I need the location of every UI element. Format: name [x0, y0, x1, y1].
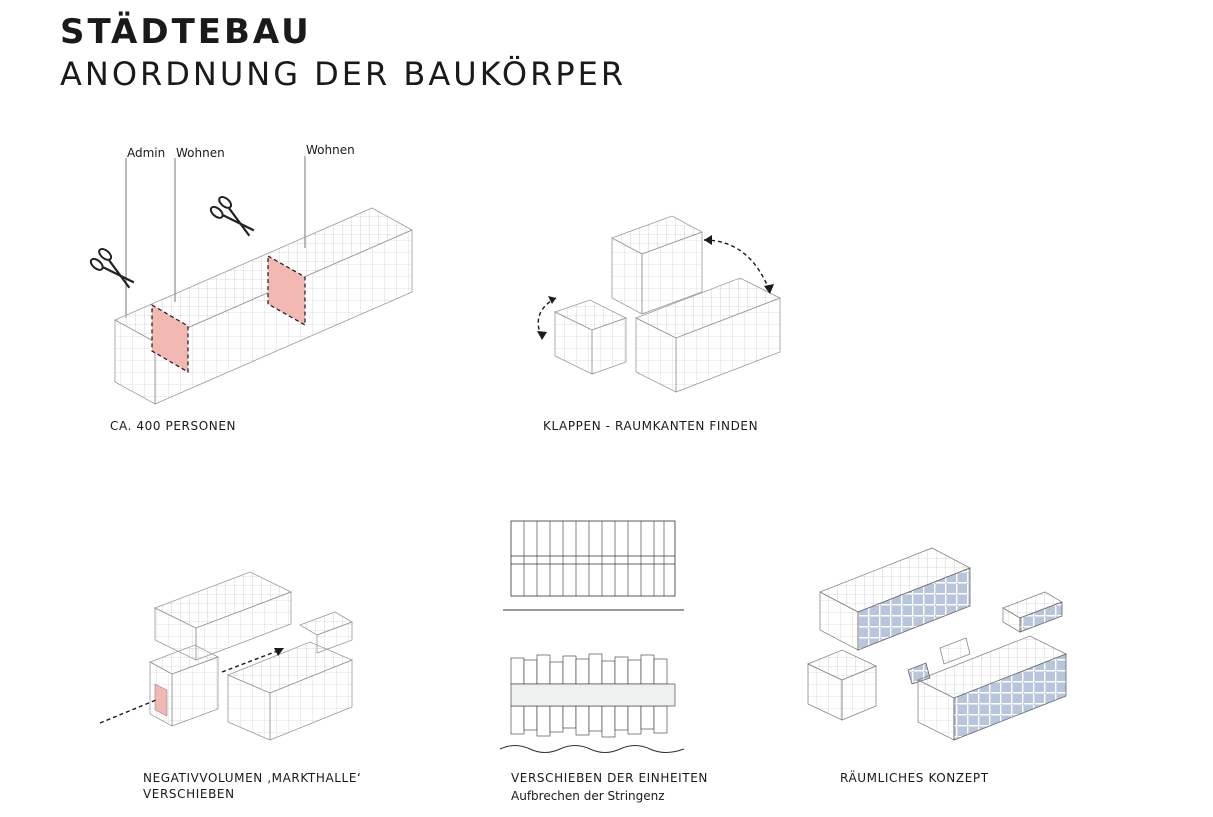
shift-arrow [221, 649, 281, 673]
subcaption-panel-4: Aufbrechen der Stringenz [511, 789, 665, 803]
scissors-icon-1 [89, 247, 135, 289]
caption-panel-3-line-1: NEGATIVVOLUMEN ‚MARKTHALLE‘ [143, 771, 362, 785]
page-subtitle: ANORDNUNG DER BAUKÖRPER [60, 55, 627, 93]
caption-panel-1: CA. 400 PERSONEN [110, 419, 237, 433]
panel-2-fold-diagram [537, 215, 781, 393]
page-title: STÄDTEBAU [60, 12, 312, 52]
panel-3-negative-volume-diagram [99, 571, 354, 741]
caption-panel-2: KLAPPEN - RAUMKANTEN FINDEN [543, 419, 759, 433]
cut-highlight-1 [151, 303, 189, 374]
panel-5-spatial-concept-diagram [807, 547, 1067, 741]
caption-panel-4: VERSCHIEBEN DER EINHEITEN [511, 771, 708, 785]
caption-panel-3-line-2: VERSCHIEBEN [143, 787, 235, 801]
ground-line-wavy [499, 745, 685, 753]
shifted-units [510, 653, 668, 738]
scissors-icon-2 [209, 195, 255, 237]
label-admin: Admin [127, 146, 166, 160]
caption-panel-5: RÄUMLICHES KONZEPT [840, 771, 989, 785]
cut-highlight-2 [267, 254, 306, 327]
negative-volume-highlight [154, 683, 168, 717]
panel-4-plan-diagram [499, 520, 685, 753]
label-wohnen-1: Wohnen [176, 146, 225, 160]
label-wohnen-2: Wohnen [306, 143, 355, 157]
panel-1-slab-diagram [89, 156, 413, 405]
fold-arrow-right [703, 239, 771, 293]
